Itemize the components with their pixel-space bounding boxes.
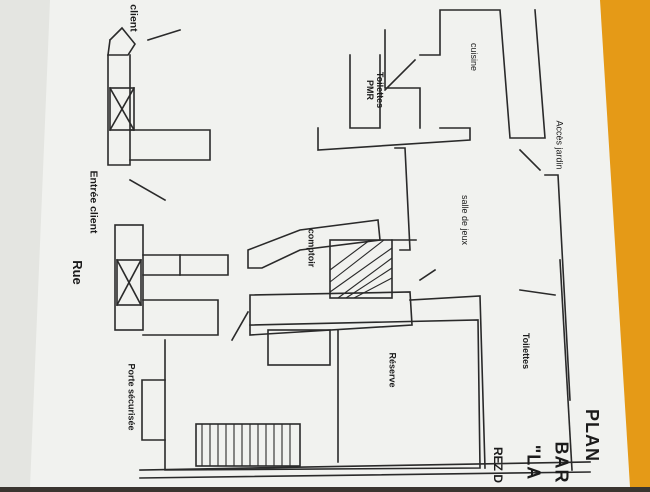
wall-outer-right	[559, 259, 573, 471]
label-reserve: Réserve	[387, 352, 398, 388]
label-acces-jardin: Accès jardin	[554, 120, 565, 170]
wall-client-entrance	[107, 26, 136, 56]
wall-entrance-bench	[142, 254, 229, 276]
plan-title-line-3: "LA	[523, 444, 544, 481]
stair-steps	[329, 239, 393, 299]
wall-bottom	[139, 461, 591, 471]
label-porte-securisee: Porte sécurisée	[126, 363, 137, 431]
label-cuisine: cuisine	[469, 42, 480, 72]
label-toilettes: Toilettes	[521, 332, 532, 370]
plan-title-line-1: PLAN	[582, 409, 602, 462]
plan-title-line-4: REZ D	[491, 447, 505, 483]
cross-box-top	[109, 87, 135, 131]
label-comptoir: comptoir	[306, 228, 317, 268]
wall-left-branch	[129, 129, 211, 161]
wall-stub	[418, 268, 437, 282]
radiator-lines	[201, 424, 291, 466]
staircase	[329, 239, 393, 299]
wall-acces-jardin	[544, 174, 571, 401]
radiator-hatch	[195, 423, 301, 467]
paper-sheet	[0, 0, 630, 487]
wall-inner-box	[267, 329, 331, 366]
plan-title-line-2: BAR	[551, 441, 572, 484]
label-salle-de-jeux: salle de jeux	[460, 194, 471, 246]
door-swing-lower	[230, 310, 250, 342]
wall-kitchen	[419, 9, 546, 139]
label-toilettes-pmr-text: Toilettes PMR	[365, 71, 385, 109]
wall-lower-bench	[142, 299, 219, 336]
wall-left-column	[107, 54, 131, 166]
wall-porte-block	[141, 379, 166, 441]
door-swing-client	[146, 28, 182, 42]
paper-shadow	[0, 0, 50, 487]
door-swing-toilettes	[519, 289, 556, 296]
wall-central	[394, 147, 411, 251]
wall-comptoir-base	[249, 291, 413, 336]
label-rue: Rue	[69, 260, 85, 285]
wall-pmr-box	[349, 54, 381, 129]
cross-line	[115, 258, 143, 307]
door-swing-entree	[128, 178, 167, 202]
wall-entrance-column	[114, 224, 144, 331]
wall-lower-room	[164, 319, 481, 471]
wall-kitchen-left	[384, 29, 421, 129]
wall-bottom-outer	[139, 471, 591, 479]
cross-box-bottom	[116, 259, 142, 306]
door-swing-jardin	[518, 148, 542, 172]
door-swing-pmr	[383, 58, 417, 92]
wall-toilettes-pmr	[317, 127, 471, 151]
wall-right-toilettes	[409, 295, 486, 469]
label-toilettes-pmr: Toilettes PMR	[365, 60, 385, 120]
wall-comptoir	[247, 219, 381, 269]
label-entree-client: Entrée client	[87, 170, 100, 234]
cross-line	[108, 86, 136, 132]
label-client: client	[127, 4, 140, 32]
